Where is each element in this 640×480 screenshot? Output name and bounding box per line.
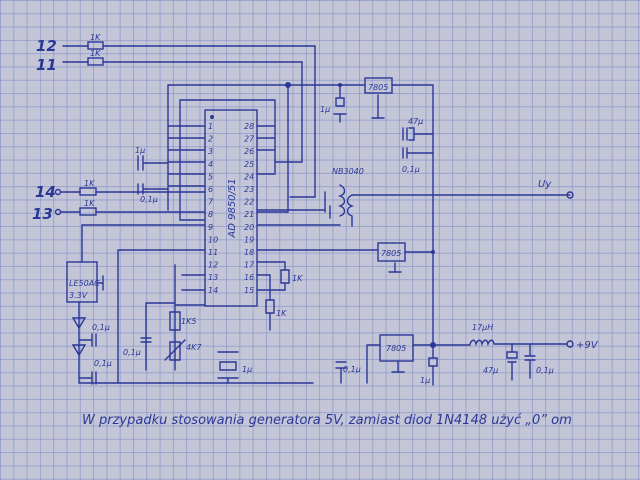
cap-label: 0,1µ xyxy=(402,165,420,174)
resistor-label: 1K xyxy=(90,49,101,58)
input-label-13: 13 xyxy=(32,205,53,223)
input-label-11: 11 xyxy=(36,56,57,74)
ic-pin-8: 8 xyxy=(208,210,213,219)
ic-ad9850 xyxy=(204,109,258,307)
resistor-label: 1K5 xyxy=(181,317,196,326)
ic-pin-15: 15 xyxy=(244,286,254,295)
ldo-voltage: 3.3V xyxy=(69,291,88,300)
regulator-label: 7805 xyxy=(381,249,401,258)
transformer-nb3040 xyxy=(256,184,571,227)
ic-pin-16: 16 xyxy=(244,273,254,282)
ic-pin-23: 23 xyxy=(244,185,254,194)
ic-pin-20: 20 xyxy=(244,223,254,232)
ic-pin-13: 13 xyxy=(208,273,218,282)
potentiometer-label: 4K7 xyxy=(186,343,202,352)
resistor-label: 1K xyxy=(84,179,95,188)
regulator-label: 7805 xyxy=(368,83,388,92)
ic-pin-19: 19 xyxy=(244,235,254,244)
resistor-label: 1K xyxy=(276,309,287,318)
resistor-label: 1K xyxy=(84,199,95,208)
cap-label: 1µ xyxy=(320,105,330,114)
ic-pin-5: 5 xyxy=(208,172,213,181)
ic-pin-6: 6 xyxy=(208,185,213,194)
ic-pin-7: 7 xyxy=(208,198,214,207)
ic-pin-17: 17 xyxy=(244,261,255,270)
ldo-regulator xyxy=(66,261,98,303)
input-label-12: 12 xyxy=(36,37,57,55)
cap-label: 0,1µ xyxy=(343,365,361,374)
ic-pin-26: 26 xyxy=(244,147,254,156)
regulator-7805-middle xyxy=(377,242,406,262)
ic-pin-14: 14 xyxy=(208,286,218,295)
transformer-label: NB3040 xyxy=(332,167,364,176)
input-label-14: 14 xyxy=(35,183,56,201)
ic-pin-10: 10 xyxy=(208,235,218,244)
cap-label: 1µ xyxy=(242,365,252,374)
output-label: Uy xyxy=(538,179,552,190)
data-bus-wires xyxy=(167,84,289,221)
output-terminal[interactable] xyxy=(566,191,574,199)
ic-pin-1: 1 xyxy=(208,122,213,131)
regulator-7805-top xyxy=(364,77,393,94)
cap-label: 0,1µ xyxy=(140,195,158,204)
ic-pin-3: 3 xyxy=(208,147,213,156)
cap-label: 0,1µ xyxy=(536,366,554,375)
cap-label: 0,1µ xyxy=(123,348,141,357)
ic-pin-18: 18 xyxy=(244,248,254,257)
pin1-marker xyxy=(210,115,214,119)
cap-label: 0,1µ xyxy=(94,359,112,368)
ic-pin-4: 4 xyxy=(208,160,213,169)
inductor-and-filter xyxy=(469,339,568,381)
ic-pin-12: 12 xyxy=(208,261,218,270)
cap-label: 47µ xyxy=(408,117,423,126)
ic-pin-25: 25 xyxy=(244,160,254,169)
cap-label: 1µ xyxy=(135,146,145,155)
ic-pin-22: 22 xyxy=(244,198,254,207)
supply-terminal[interactable] xyxy=(566,340,574,348)
diodes-and-caps xyxy=(71,301,314,385)
inductor-label: 17µH xyxy=(472,323,493,332)
ic-pin-21: 21 xyxy=(244,210,254,219)
footnote: W przypadku stosowania generatora 5V, za… xyxy=(82,413,572,428)
cap-label: 47µ xyxy=(483,366,498,375)
resistor-label: 1K xyxy=(292,274,303,283)
ic-pin-27: 27 xyxy=(244,135,255,144)
cap-label: 0,1µ xyxy=(92,323,110,332)
ic-pin-28: 28 xyxy=(244,122,254,131)
ic-pin-24: 24 xyxy=(244,172,254,181)
regulator-label: 7805 xyxy=(386,344,406,353)
ic-pin-labels: 1 28 2 27 3 26 4 25 5 24 6 23 7 22 8 21 9 20 10 19 11 18 12 17 1… xyxy=(208,122,255,295)
cap-label: 1µ xyxy=(420,376,430,385)
resistor-label: 1K xyxy=(90,33,101,42)
ic-pin-9: 9 xyxy=(208,223,213,232)
ldo-name: LE50AC xyxy=(69,279,100,288)
ic-pin-2: 2 xyxy=(208,135,213,144)
supply-label: +9V xyxy=(576,340,599,351)
ic-name: AD 9850/51 xyxy=(227,178,238,238)
regulator-7805-bottom xyxy=(379,334,414,362)
ic-pin-11: 11 xyxy=(208,248,218,257)
